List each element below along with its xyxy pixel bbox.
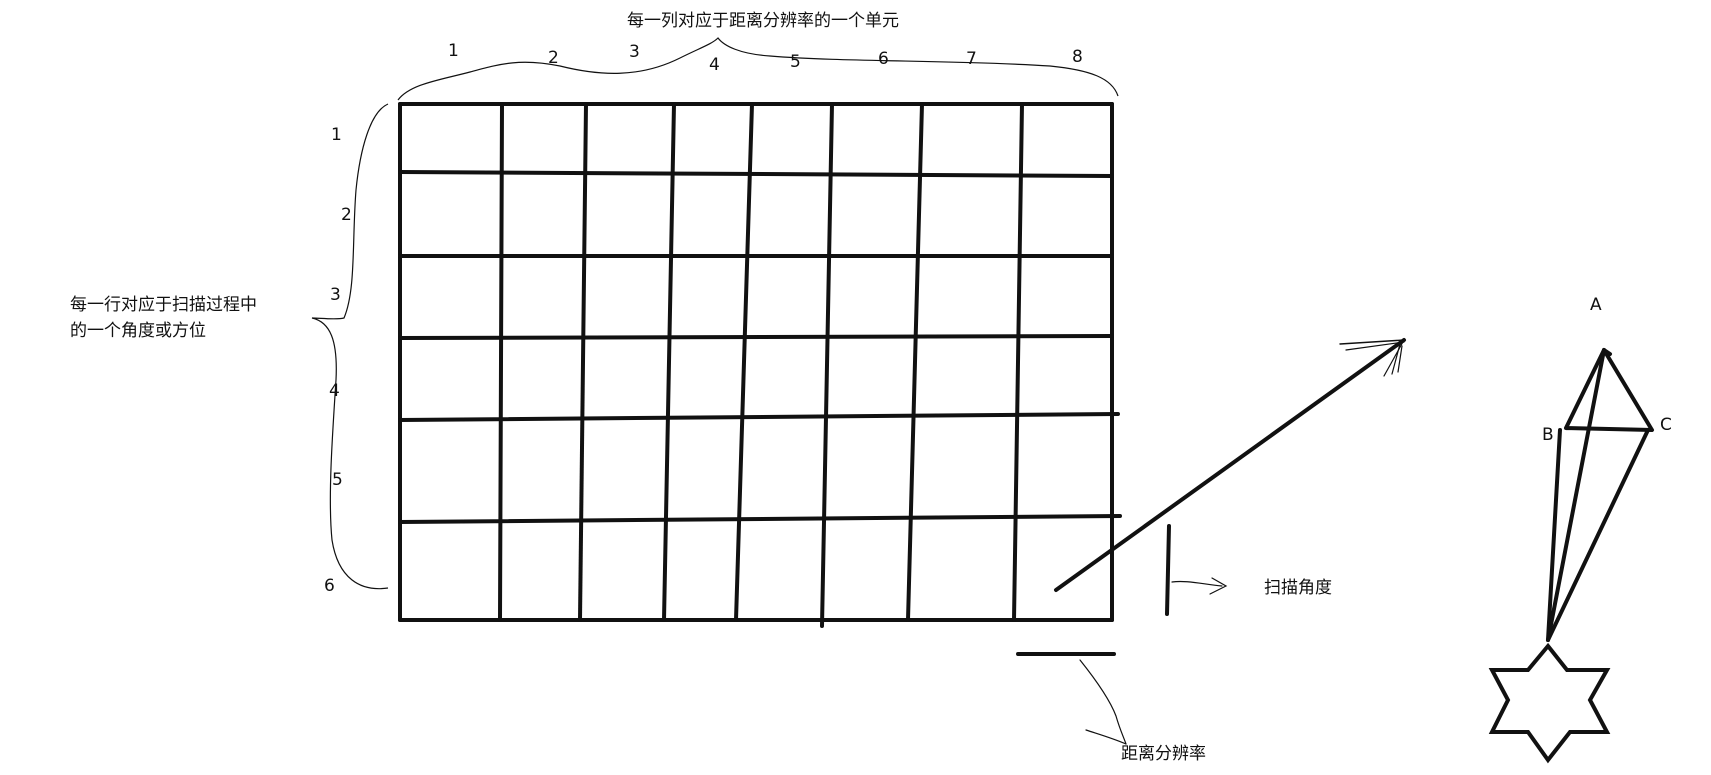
- grid-column-line: [498, 102, 504, 622]
- beam-edge-a: [1546, 348, 1606, 642]
- grid-row-line: [398, 170, 1114, 178]
- beam-point-b-label: B: [1542, 425, 1554, 445]
- range-azimuth-grid: [398, 102, 1122, 628]
- grid-column-line: [734, 102, 754, 622]
- beam-cap: [1564, 348, 1654, 432]
- left-caption-line-1: 每一行对应于扫描过程中: [70, 295, 257, 315]
- column-number: 4: [709, 55, 720, 75]
- scan-direction-arrow: [1054, 338, 1406, 592]
- column-number: 6: [878, 49, 889, 69]
- column-number: 1: [448, 41, 459, 61]
- left-caption: 每一行对应于扫描过程中 的一个角度或方位: [70, 292, 257, 344]
- grid-row-line: [398, 412, 1120, 422]
- beam-cap-inner: [1602, 348, 1612, 356]
- top-caption: 每一列对应于距离分辨率的一个单元: [627, 11, 899, 31]
- column-number: 5: [790, 52, 801, 72]
- beam-geometry: [1546, 348, 1654, 642]
- grid-column-line: [906, 102, 924, 622]
- left-caption-line-2: 的一个角度或方位: [70, 321, 206, 341]
- row-number: 4: [329, 381, 340, 401]
- beam-point-c-label: C: [1660, 415, 1672, 435]
- row-number: 3: [330, 285, 341, 305]
- grid-row-line: [398, 334, 1114, 340]
- row-number: 6: [324, 576, 335, 596]
- beam-point-a-label: A: [1590, 295, 1602, 315]
- scan-angle-marker: [1165, 524, 1228, 616]
- range-resolution-label: 距离分辨率: [1121, 744, 1206, 764]
- scan-angle-label: 扫描角度: [1264, 578, 1332, 598]
- grid-column-line: [578, 102, 588, 622]
- range-resolution-marker: [1016, 652, 1127, 745]
- grid-column-line: [662, 102, 676, 622]
- row-number: 5: [332, 470, 343, 490]
- column-number: 8: [1072, 47, 1083, 67]
- row-number: 1: [331, 125, 342, 145]
- grid-column-line: [1012, 102, 1024, 622]
- grid-column-line: [820, 102, 834, 628]
- beam-edge-c: [1546, 428, 1650, 642]
- star-icon: [1488, 642, 1611, 764]
- column-number: 3: [629, 42, 640, 62]
- beam-edge-b: [1546, 428, 1562, 642]
- column-number: 2: [548, 48, 559, 68]
- grid-row-line: [398, 514, 1122, 524]
- row-brace: [311, 103, 389, 590]
- column-number: 7: [966, 49, 977, 69]
- row-number: 2: [341, 205, 352, 225]
- column-brace: [397, 37, 1119, 101]
